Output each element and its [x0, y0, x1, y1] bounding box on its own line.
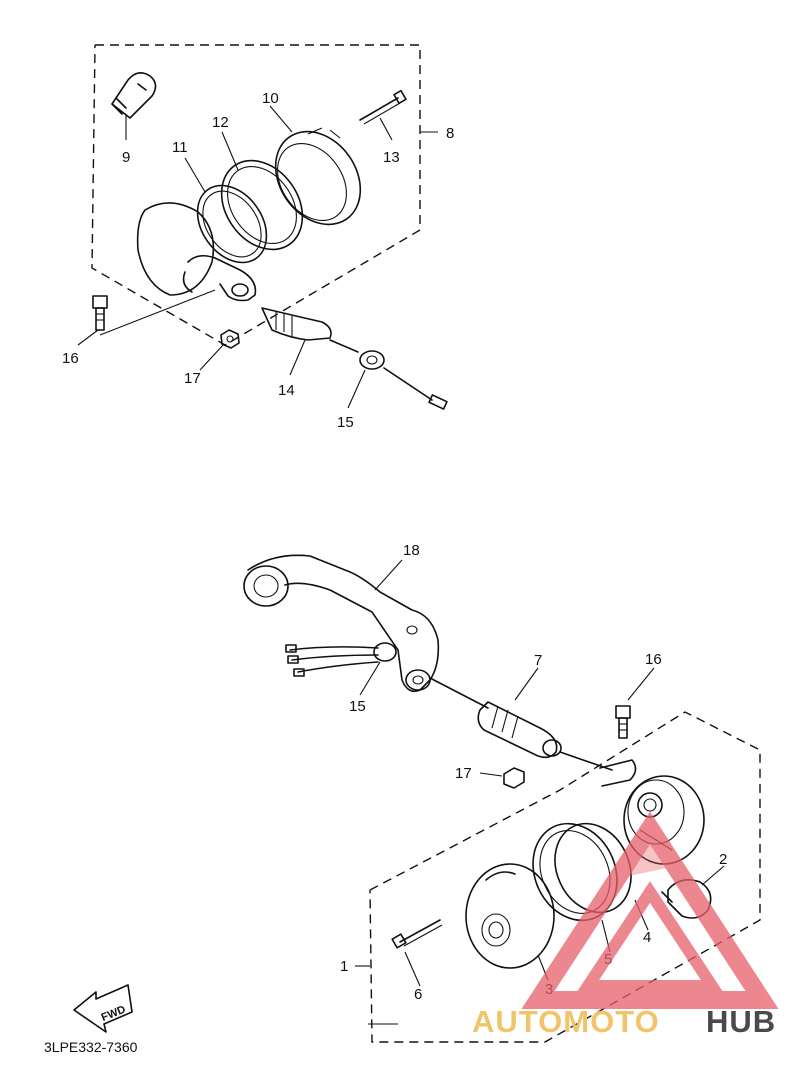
callout-4: 4 — [643, 929, 651, 946]
rim-10 — [274, 127, 362, 226]
grommet-15-bottom — [373, 642, 397, 662]
callout-2: 2 — [719, 851, 727, 868]
callout-15-bottom: 15 — [349, 698, 366, 715]
screw-6 — [391, 919, 443, 949]
callout-14: 14 — [278, 382, 295, 399]
callout-13: 13 — [383, 149, 400, 166]
nut-17-top — [220, 329, 240, 349]
lens-3 — [465, 863, 555, 969]
stay-bolt-14 — [261, 307, 359, 353]
watermark-text-primary: AUTOMOTO — [472, 1004, 660, 1039]
callout-6: 6 — [414, 986, 422, 1003]
assembly-1-boundary — [369, 711, 761, 1043]
callout-1: 1 — [340, 958, 348, 975]
watermark-text-secondary: HUB — [706, 1004, 776, 1039]
bolt-16-bottom — [615, 705, 631, 739]
screw-13 — [359, 89, 407, 125]
top-leader-lines — [77, 105, 438, 409]
rim-ring-12 — [220, 159, 304, 251]
assembly-8-boundary — [91, 44, 421, 346]
nut-15-top — [359, 350, 448, 410]
callout-10: 10 — [262, 90, 279, 107]
top-assembly — [91, 44, 448, 410]
callout-16-top: 16 — [62, 350, 79, 367]
diagram-code: 3LPE332-7360 — [44, 1039, 138, 1055]
callout-7: 7 — [534, 652, 542, 669]
callout-9: 9 — [122, 149, 130, 166]
bracket-18 — [243, 554, 440, 693]
callout-11: 11 — [172, 139, 188, 156]
housing-stay — [182, 254, 257, 302]
fwd-label: FWD — [100, 1004, 128, 1025]
bolt-16-top — [92, 295, 108, 331]
stay-7 — [477, 701, 613, 771]
bottom-assembly: FWD — [73, 554, 761, 1043]
callout-15-top: 15 — [337, 414, 354, 431]
callout-16-bottom: 16 — [645, 651, 662, 668]
gasket-ring-11 — [196, 184, 268, 264]
fwd-arrow-icon: FWD — [73, 984, 133, 1033]
lens-11 — [136, 202, 215, 296]
nut-17-bottom — [503, 767, 525, 789]
callout-17-top: 17 — [184, 370, 201, 387]
callout-17-bottom: 17 — [455, 765, 472, 782]
callout-12: 12 — [212, 114, 229, 131]
callout-8: 8 — [446, 125, 454, 142]
callout-18: 18 — [403, 542, 420, 559]
watermark-logo — [521, 811, 779, 1009]
wire-harness — [285, 642, 397, 677]
bulb-9 — [111, 72, 157, 119]
